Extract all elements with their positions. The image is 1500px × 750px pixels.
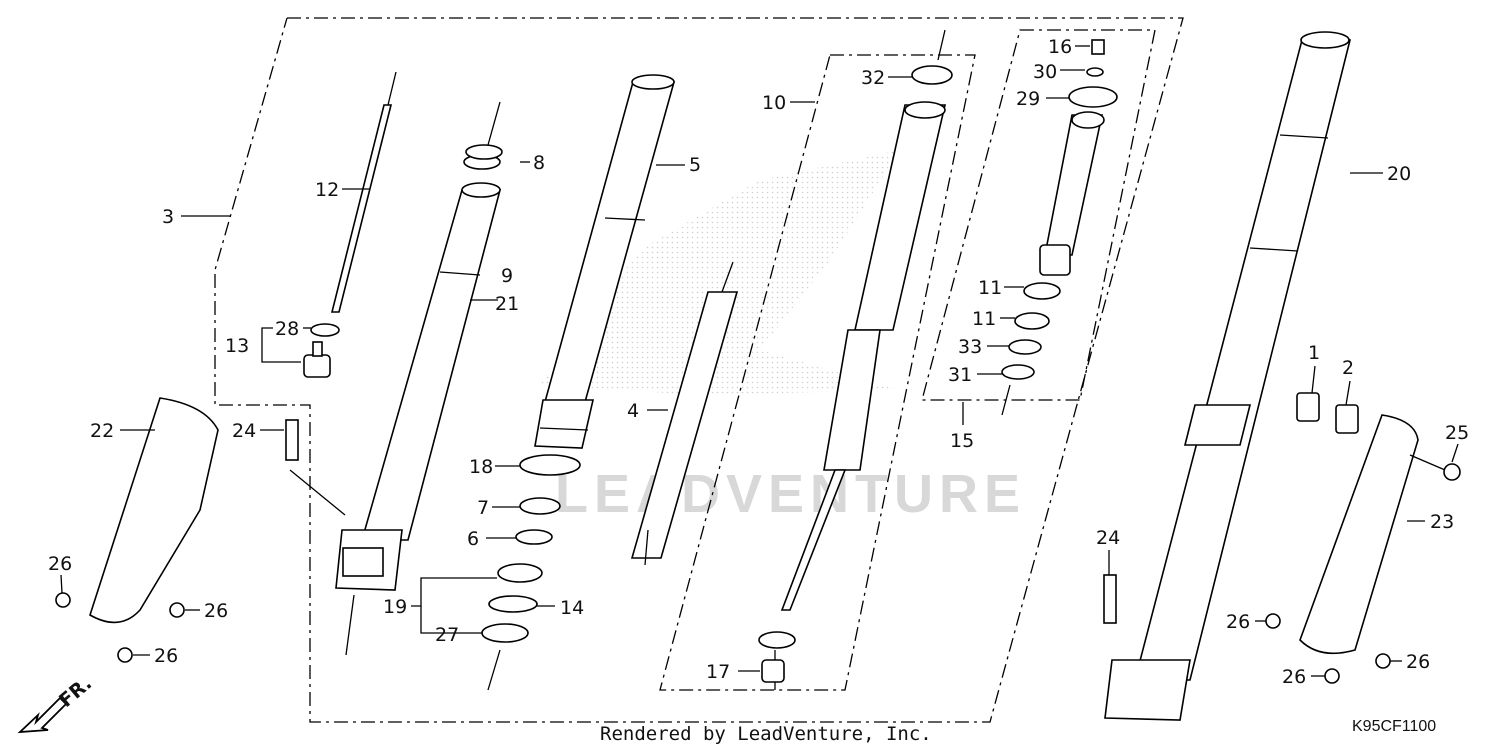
callout-24b: 24 [1096,527,1120,549]
callout-10: 10 [762,92,786,114]
collar-8 [463,101,503,170]
callout-21: 21 [495,293,519,315]
callout-27: 27 [435,624,459,646]
callout-26a: 26 [48,553,72,575]
bolt-24b [1103,574,1117,624]
callout-2: 2 [1342,357,1354,379]
callout-24a: 24 [232,420,256,442]
callouts: 1 2 3 4 5 6 7 8 9 10 11 11 12 13 14 15 1… [48,36,1469,688]
leader-lines [60,45,1459,677]
callout-14: 14 [560,597,584,619]
bracket-1 [1296,392,1320,422]
callout-26e: 26 [1282,666,1306,688]
callout-31: 31 [948,364,972,386]
bolt-24a [285,419,346,516]
callout-15: 15 [950,430,974,452]
damper-rod [774,101,947,690]
callout-16: 16 [1048,36,1072,58]
callout-17: 17 [706,661,730,683]
callout-18: 18 [469,456,493,478]
front-arrow-icon: FR. [17,672,96,734]
callout-28: 28 [275,318,299,340]
o-ring-11a [1023,282,1061,300]
o-ring-33 [1008,339,1042,355]
callout-3: 3 [162,206,174,228]
callout-8: 8 [533,152,545,174]
callout-23: 23 [1430,511,1454,533]
o-ring-28 [310,323,340,337]
fork-guard-left [89,397,219,624]
screw-26f [1375,653,1391,669]
assembly-outline-left [214,17,1184,723]
outer-tube-right [1104,31,1352,721]
seal-18 [519,454,581,476]
callout-12: 12 [315,179,339,201]
callout-30: 30 [1033,61,1057,83]
callout-33: 33 [958,336,982,358]
o-ring-11b [1014,312,1050,330]
screw-26d [1265,613,1281,629]
callout-26f: 26 [1406,651,1430,673]
callout-29: 29 [1016,88,1040,110]
cartridge-assy [1039,111,1105,276]
seal-7 [519,497,561,515]
callout-26b: 26 [204,600,228,622]
callout-19: 19 [383,596,407,618]
oil-seal-19 [497,563,543,583]
callout-7: 7 [477,497,489,519]
callout-32: 32 [861,67,885,89]
washer-26e [1324,668,1340,684]
callout-4: 4 [627,400,639,422]
callout-5: 5 [689,154,701,176]
o-ring-31 [1001,364,1035,380]
outer-tube-left [335,182,502,656]
watermark: LEADVENTURE [540,150,1026,524]
callout-25: 25 [1445,422,1469,444]
callout-1: 1 [1308,342,1320,364]
watermark-text: LEADVENTURE [555,464,1026,524]
bracket-2 [1335,404,1359,434]
bushing-6 [515,529,553,545]
o-ring-32 [911,65,953,85]
callout-11b: 11 [972,308,996,330]
assembly-outline-damper [659,54,976,691]
bolt-25 [1409,454,1461,481]
assembly-outline-cartridge [921,29,1156,401]
rendered-by-credit: Rendered by LeadVenture, Inc. [600,723,932,745]
spring [630,261,739,566]
callout-13: 13 [225,335,249,357]
fork-guard-right [1299,414,1419,655]
callout-22: 22 [90,420,114,442]
inner-tube [534,74,676,449]
diagram-code: K95CF1100 [1352,718,1436,735]
dust-seal-27 [481,623,529,643]
stopper-ring-14 [488,595,538,613]
valve-13 [303,341,331,378]
washer-30 [1086,67,1104,77]
push-rod [330,71,397,313]
bolt-17 [761,659,785,683]
callout-26c: 26 [154,645,178,667]
screw-26a [55,592,71,608]
washer-17-ring [758,631,796,649]
bolt-16 [1091,39,1105,55]
o-ring-29 [1068,86,1118,108]
washer-26c [117,647,133,663]
nut-26b [169,602,185,618]
callout-20: 20 [1387,163,1411,185]
callout-6: 6 [467,528,479,550]
callout-9: 9 [501,265,513,287]
callout-11a: 11 [978,277,1002,299]
callout-26d: 26 [1226,611,1250,633]
